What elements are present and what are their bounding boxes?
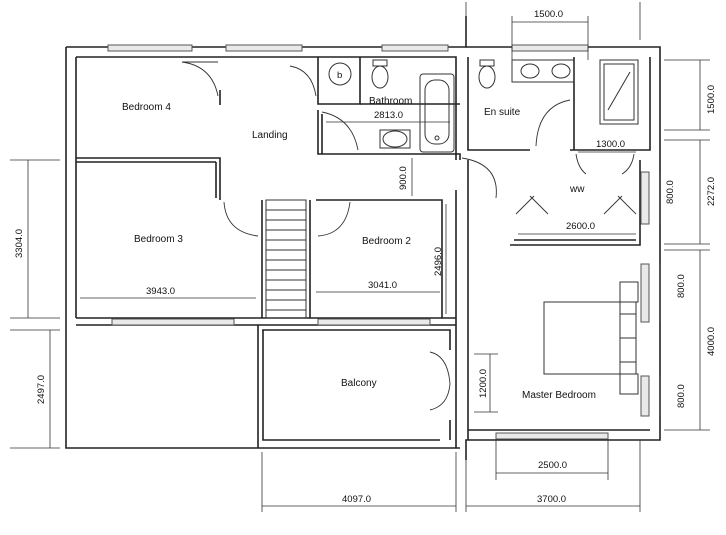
dim-label: 800.0 (676, 274, 687, 298)
windows (107, 44, 650, 440)
dim-label: 900.0 (398, 166, 409, 190)
dim-label: 1300.0 (596, 139, 625, 150)
ensuite-fixtures (478, 59, 639, 125)
dim-label: 2272.0 (706, 177, 717, 206)
dim-label: 3943.0 (146, 286, 175, 297)
dimension-labels: 1500.0 2813.0 1300.0 2600.0 3943.0 3041.… (14, 9, 717, 505)
master-bed (543, 281, 639, 395)
dim-label: 800.0 (676, 384, 687, 408)
room-label-ww: ww (569, 184, 585, 195)
room-labels: Bedroom 4 Landing Bathroom En suite Bedr… (122, 96, 596, 401)
dim-label: 1500.0 (706, 85, 717, 114)
bathroom-fixtures: b (328, 59, 455, 153)
dim-label: 4000.0 (706, 327, 717, 356)
dim-label: 3304.0 (14, 229, 25, 258)
staircase (265, 199, 307, 319)
room-label-balcony: Balcony (341, 378, 377, 389)
room-label-landing: Landing (252, 130, 288, 141)
dim-label: 2500.0 (538, 460, 567, 471)
doors (181, 61, 637, 411)
dim-label: 2496.0 (433, 247, 444, 276)
dim-label: 3700.0 (537, 494, 566, 505)
basin-mark: b (337, 70, 342, 81)
dim-label: 800.0 (665, 180, 676, 204)
room-label-master-bedroom: Master Bedroom (522, 390, 596, 401)
room-label-bedroom-2: Bedroom 2 (362, 236, 411, 247)
dim-label: 1200.0 (478, 369, 489, 398)
dim-label: 2600.0 (566, 221, 595, 232)
room-label-bedroom-3: Bedroom 3 (134, 234, 183, 245)
dim-label: 3041.0 (368, 280, 397, 291)
room-label-ensuite: En suite (484, 107, 521, 118)
dim-label: 2497.0 (36, 375, 47, 404)
room-label-bathroom: Bathroom (369, 96, 412, 107)
dim-label: 1500.0 (534, 9, 563, 20)
dim-label: 4097.0 (342, 494, 371, 505)
room-label-bedroom-4: Bedroom 4 (122, 102, 171, 113)
dimension-lines (10, 2, 710, 512)
dim-label: 2813.0 (374, 110, 403, 121)
